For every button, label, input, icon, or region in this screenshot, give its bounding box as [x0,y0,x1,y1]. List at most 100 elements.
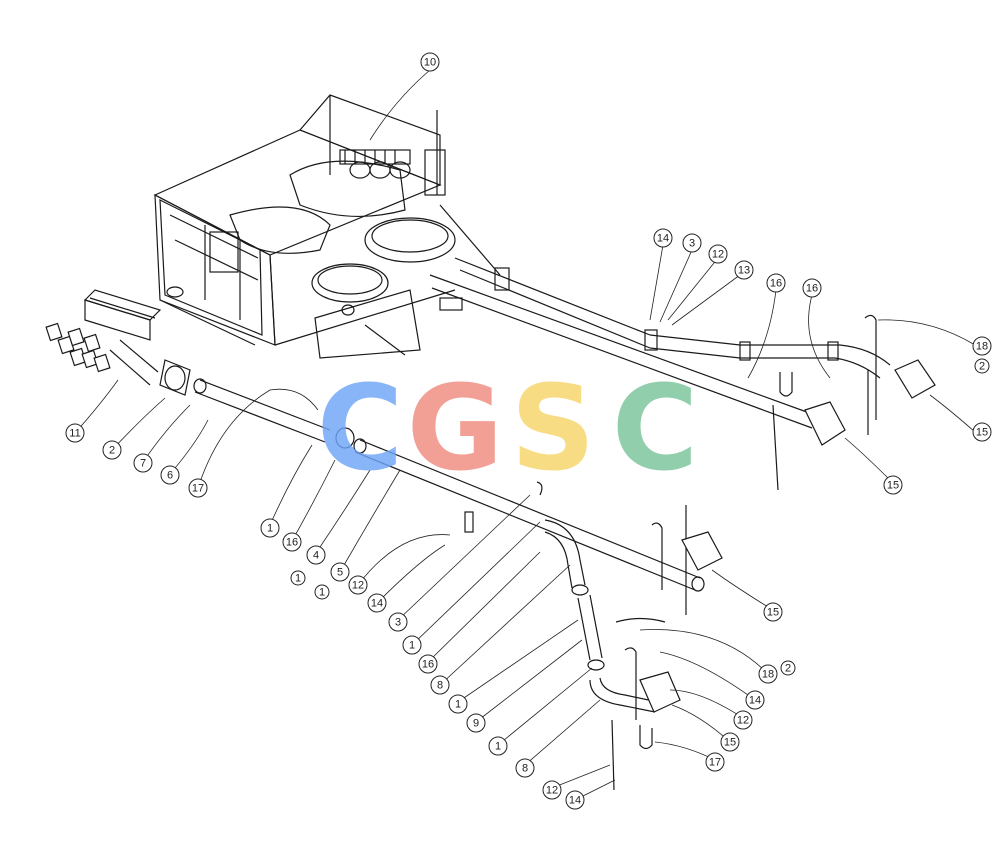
callout-circle [515,758,535,778]
callout-9: 9 [466,713,486,733]
callout-circle [705,752,725,772]
callout-label: 2 [109,445,115,457]
callout-label: 17 [709,757,721,769]
callout-8: 8 [430,675,450,695]
callout-10: 10 [420,52,440,72]
callout-label: 3 [395,617,401,629]
callout-label: 15 [767,607,779,619]
callout-label: 12 [712,249,724,261]
callout-1: 1 [488,736,508,756]
callout-3: 3 [388,612,408,632]
callout-circle [802,278,822,298]
callout-label: 1 [455,699,461,711]
machine-frame [153,94,501,359]
callout-8: 8 [515,758,535,778]
callout-label: 2 [785,663,791,675]
callout-12: 12 [733,710,753,730]
callout-1: 1 [402,635,422,655]
callout-circle [418,654,438,674]
callout-circle [348,575,368,595]
callout-label: 8 [437,680,443,692]
callout-12: 12 [348,575,368,595]
callout-label: 16 [422,659,434,671]
callout-circle [972,422,992,442]
main-pipe-run [429,257,936,491]
callout-label: 11 [69,428,80,440]
watermark-letter-2: G [407,359,504,497]
callout-circle [565,790,585,810]
callout-16: 16 [282,532,302,552]
callout-label: 1 [319,587,325,599]
callout-circle [133,453,153,473]
callout-1: 1 [290,570,306,586]
callout-label: 15 [724,737,736,749]
callout-circle [763,602,783,622]
callout-11: 11 [65,423,85,443]
watermark-letter-1: C [317,359,404,497]
callout-2: 2 [780,660,796,676]
callout-circle [780,660,796,676]
callout-5: 5 [330,562,350,582]
callout-circle [282,532,302,552]
callout-circle [402,635,422,655]
callout-circle [420,52,440,72]
callout-label: 2 [979,361,985,373]
manifold-assembly [45,289,162,386]
callout-15: 15 [763,602,783,622]
callout-circle [330,562,350,582]
callout-label: 1 [409,640,415,652]
callout-label: 17 [192,483,204,495]
callout-1: 1 [314,584,330,600]
callout-label: 5 [337,567,343,579]
watermark-letter-4: C [612,359,699,497]
callout-label: 15 [887,480,899,492]
callout-12: 12 [708,244,728,264]
callout-label: 18 [762,669,774,681]
callout-label: 13 [738,265,750,277]
callout-15: 15 [720,732,740,752]
callout-circle [430,675,450,695]
callout-circle [260,518,280,538]
callout-16: 16 [802,278,822,298]
callout-15: 15 [883,475,903,495]
callout-circle [102,440,122,460]
callout-label: 12 [546,785,558,797]
callout-label: 6 [167,470,173,482]
callout-circle [734,260,754,280]
callout-label: 18 [976,341,988,353]
callout-6: 6 [160,465,180,485]
callout-14: 14 [565,790,585,810]
callout-label: 12 [352,580,364,592]
callout-circle [720,732,740,752]
callout-16: 16 [766,273,786,293]
callout-circle [65,423,85,443]
callout-1: 1 [260,518,280,538]
callout-circle [653,228,673,248]
callout-circle [367,593,387,613]
callout-13: 13 [734,260,754,280]
callout-label: 16 [806,283,818,295]
callout-circle [766,273,786,293]
callout-circle [974,358,990,374]
callout-17: 17 [705,752,725,772]
callout-circle [745,690,765,710]
callout-circle [290,570,306,586]
callout-circle [188,478,208,498]
callout-circle [448,694,468,714]
callout-label: 16 [286,537,298,549]
callout-label: 14 [657,233,669,245]
callout-17: 17 [188,478,208,498]
callout-label: 1 [267,523,273,535]
callout-15: 15 [972,422,992,442]
callout-label: 9 [473,718,479,730]
callout-4: 4 [306,545,326,565]
callout-label: 3 [689,238,695,250]
callout-label: 15 [976,427,988,439]
callout-label: 1 [295,573,301,585]
callout-circle [466,713,486,733]
callout-label: 12 [737,715,749,727]
callout-circle [682,233,702,253]
callout-18: 18 [972,336,992,356]
